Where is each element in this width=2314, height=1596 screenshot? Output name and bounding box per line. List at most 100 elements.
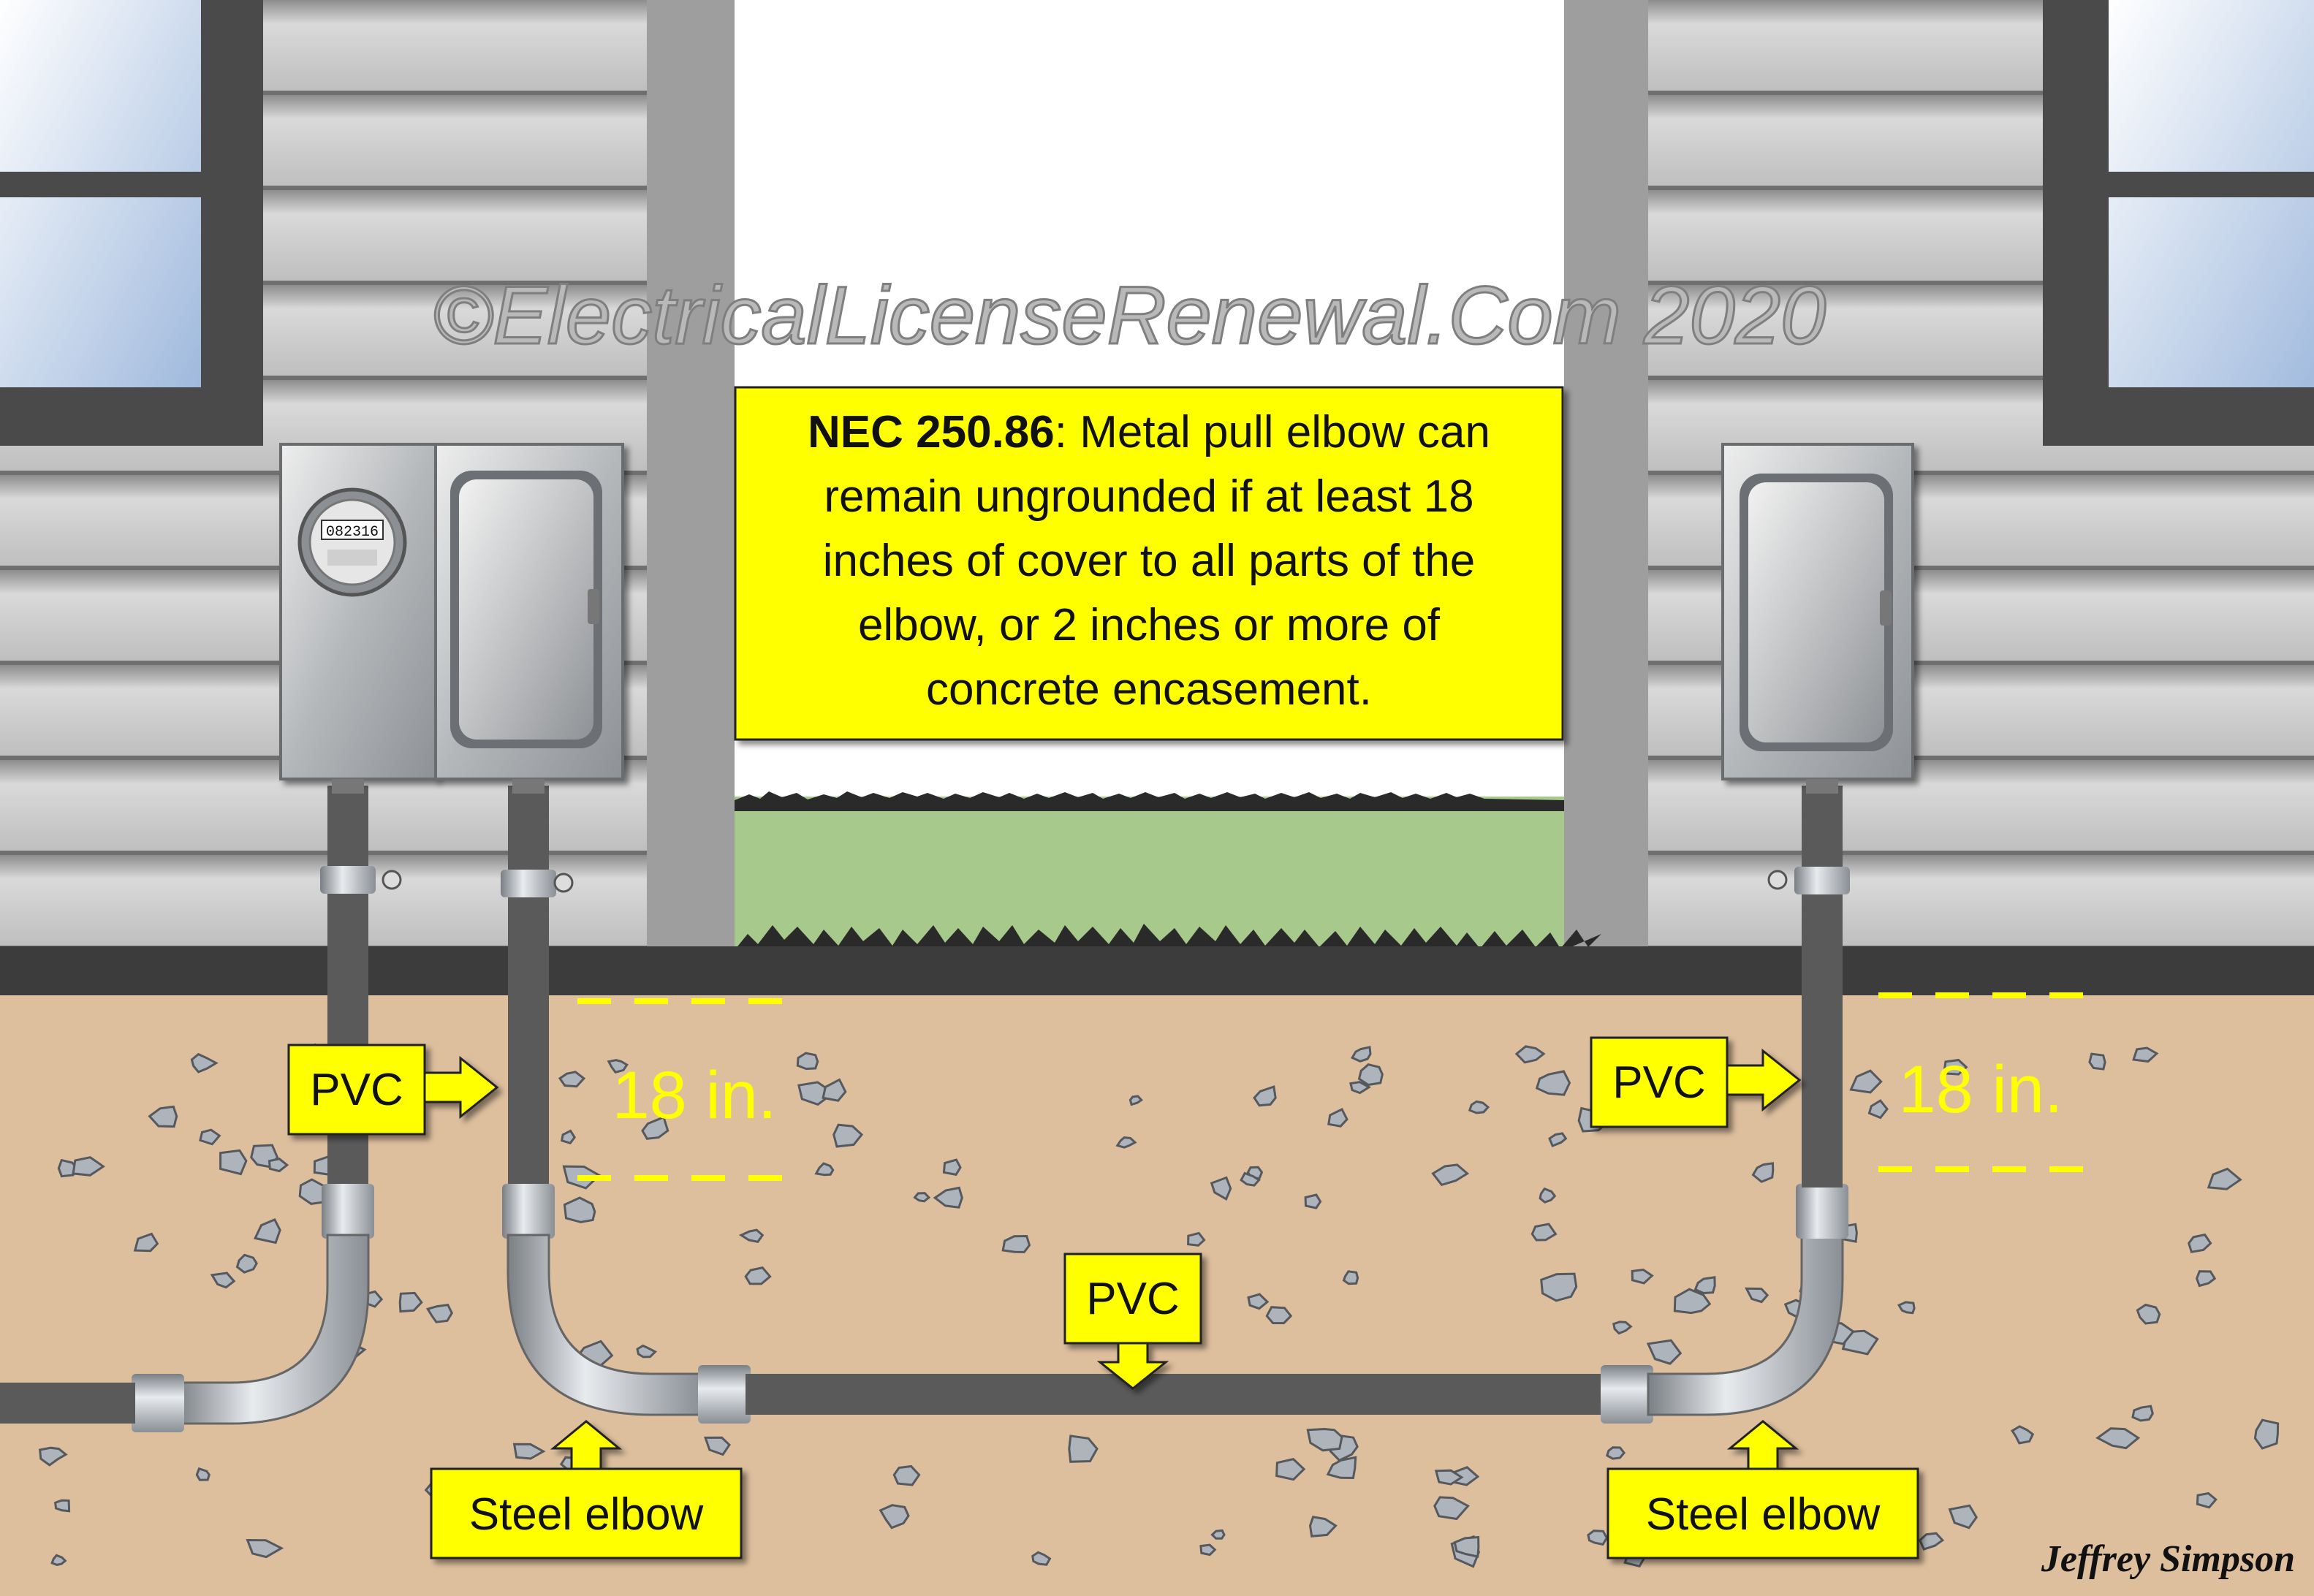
arrow-up-icon <box>550 1420 623 1470</box>
nec-note-line-1: NEC 250.86: Metal pull elbow can <box>808 407 1490 457</box>
arrow-down-icon <box>1096 1342 1169 1390</box>
gravel-stone <box>2196 1492 2218 1509</box>
gravel-stone <box>738 1228 765 1243</box>
gravel-stone <box>1265 1306 1293 1325</box>
arrow-up-icon <box>1726 1420 1799 1470</box>
gravel-stone <box>1646 1339 1683 1365</box>
depth-label-right: 18 in. <box>1898 1052 2063 1127</box>
gravel-stone <box>1948 1504 1978 1530</box>
gravel-stone <box>1849 1069 1883 1094</box>
gravel-stone <box>398 1291 423 1313</box>
panel-enclosure-right <box>1721 443 1914 794</box>
pvc-center-label: PVC <box>1086 1274 1179 1324</box>
gravel-stone <box>38 1446 68 1467</box>
electric-meter <box>297 487 407 597</box>
callouts <box>287 386 1919 1559</box>
gravel-stone <box>1350 1046 1372 1063</box>
gravel-stone <box>1514 1045 1546 1064</box>
gravel-stone <box>1031 1551 1052 1566</box>
gravel-stone <box>72 1156 105 1177</box>
gravel-stone <box>1001 1234 1031 1253</box>
gravel-stone <box>2207 1167 2242 1190</box>
gravel-stone <box>1867 1099 1889 1120</box>
gravel-stone <box>1530 1223 1558 1242</box>
gravel-stone <box>1468 1100 1490 1114</box>
gravel-stone <box>210 1272 236 1289</box>
gravel-stone <box>1745 1287 1769 1304</box>
gravel-stone <box>1433 1496 1470 1521</box>
gravel-stone <box>246 1538 284 1559</box>
gravel-stone <box>1673 1288 1712 1315</box>
gravel-stone <box>1587 1530 1609 1546</box>
gravel-stone <box>558 1071 586 1088</box>
gravel-stone <box>268 1158 289 1173</box>
arrow-right-icon <box>1726 1048 1802 1112</box>
gravel-stone <box>1535 1070 1571 1096</box>
depth-labels: 18 in. 18 in. <box>612 1052 2063 1133</box>
gravel-stone <box>1247 1293 1270 1310</box>
steel-elbow-right-label: Steel elbow <box>1646 1489 1881 1540</box>
pvc-horizontal <box>746 1374 1608 1415</box>
nec-note-line-5: concrete encasement. <box>926 664 1372 715</box>
nec-note-line-2: remain ungrounded if at least 18 <box>824 471 1473 522</box>
gravel-stone <box>892 1464 921 1486</box>
gravel-stone <box>148 1105 178 1128</box>
nec-note-text: NEC 250.86: Metal pull elbow can remain … <box>808 407 1490 715</box>
gravel-stone <box>253 1217 281 1244</box>
gravel-stone <box>942 1158 962 1177</box>
gravel-stone <box>1631 1268 1654 1285</box>
nec-note-line-4: elbow, or 2 inches or more of <box>858 600 1441 650</box>
gravel-stone <box>199 1128 221 1146</box>
gravel-stone <box>641 1115 669 1140</box>
gravel-stone <box>913 1192 931 1203</box>
gravel-stone <box>1128 1095 1143 1106</box>
gravel-stone <box>512 1443 546 1460</box>
gravel-stone <box>1253 1085 1277 1107</box>
gravel-stone <box>1240 1171 1261 1187</box>
gravel-stone <box>1942 1058 1968 1076</box>
gravel-stone <box>1327 1108 1348 1128</box>
gravel-stone <box>814 1162 835 1177</box>
gravel-stone <box>50 1554 67 1566</box>
pvc-center-box <box>1063 1253 1202 1345</box>
grass-field <box>735 797 1564 950</box>
callout-labels: PVC PVC PVC Steel elbow Steel elbow <box>310 1057 1880 1540</box>
gravel-stone <box>2010 1425 2035 1445</box>
gravel-stone <box>2195 1270 2217 1288</box>
gravel-stone <box>607 1059 629 1074</box>
nec-code: NEC 250.86 <box>808 407 1055 457</box>
right-window <box>2043 0 2314 446</box>
left-window <box>0 0 263 446</box>
gravel-stone <box>1068 1434 1099 1463</box>
gravel-stone <box>1612 1320 1633 1335</box>
steel-elbow-left <box>507 1234 703 1416</box>
steel-elbow-right-box <box>1606 1467 1919 1559</box>
gravel-stone <box>2131 1405 2154 1422</box>
gravel-stone <box>560 1129 577 1145</box>
gravel-stone <box>133 1232 159 1253</box>
steel-elbow-left-label: Steel elbow <box>469 1489 704 1540</box>
gravel-stone <box>744 1266 772 1285</box>
gravel-stone <box>2088 1052 2106 1071</box>
pvc-left-label: PVC <box>310 1065 403 1115</box>
gravel-stone <box>1605 1446 1626 1460</box>
gravel-stone <box>1539 1187 1557 1204</box>
gravel-stone <box>1453 1535 1480 1558</box>
gravel-stone <box>1897 1301 1916 1315</box>
gravel-stone <box>195 1467 210 1481</box>
gravel-stone <box>2136 1303 2161 1325</box>
depth-lines <box>577 992 2098 1181</box>
gravel-stone <box>1918 1532 1945 1551</box>
gravel-stone <box>1199 1543 1217 1557</box>
gravel-stone <box>425 1303 454 1323</box>
steel-elbow-right <box>1647 1226 1844 1416</box>
gravel-stone <box>2188 1233 2212 1253</box>
gravel-stone <box>1540 1272 1578 1302</box>
gravel-stone <box>1115 1136 1137 1149</box>
gravel-stone <box>1326 1456 1357 1480</box>
gravel-stone <box>796 1052 819 1071</box>
gravel-stone <box>2095 1427 2141 1450</box>
gravel-stone <box>219 1149 248 1176</box>
